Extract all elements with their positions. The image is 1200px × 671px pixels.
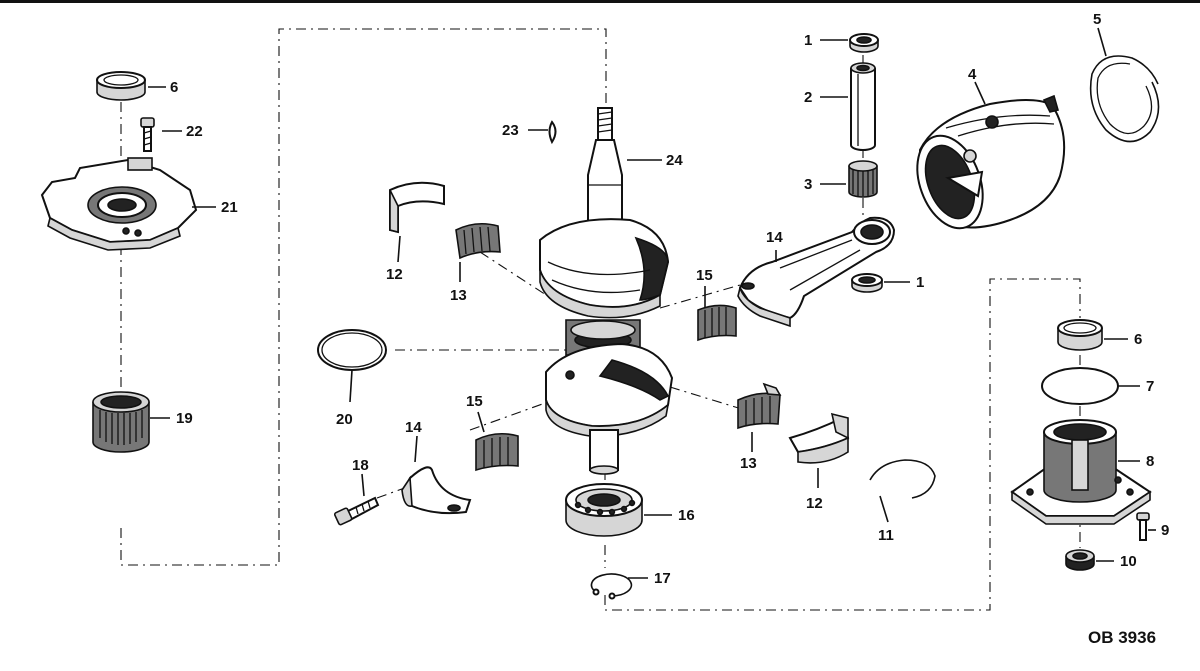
part-label: 8	[1146, 453, 1154, 470]
assembly-lines	[120, 28, 1081, 611]
part-label: 21	[221, 199, 238, 216]
part-label: 9	[1161, 522, 1169, 539]
part-18-screw	[333, 496, 380, 526]
part-label: 12	[386, 266, 403, 283]
part-label: 10	[1120, 553, 1137, 570]
part-13-needle-half-lower	[737, 382, 782, 430]
part-14-rod-cap	[401, 466, 472, 515]
part-label: 6	[1134, 331, 1142, 348]
part-label: 4	[968, 66, 977, 83]
part-label: 16	[678, 507, 695, 524]
part-label: 19	[176, 410, 193, 427]
part-12-bearing-half-lower	[788, 412, 850, 464]
part-1-washer-upper	[849, 33, 879, 53]
part-7-o-ring	[1041, 367, 1119, 405]
part-label: 13	[740, 455, 757, 472]
part-19-needle-bearing	[92, 391, 150, 453]
part-label: 14	[405, 419, 422, 436]
part-15-needle-half-upper	[697, 304, 737, 342]
part-20-ring	[317, 329, 387, 371]
part-label: 11	[878, 527, 894, 544]
leader-lines	[148, 27, 1156, 579]
part-label: 15	[696, 267, 713, 284]
part-label: 22	[186, 123, 203, 140]
part-11-ring	[869, 459, 936, 499]
part-12-bearing-half-upper	[389, 181, 445, 234]
part-9-screw	[1136, 512, 1150, 541]
part-21-retainer-plate	[40, 157, 198, 251]
part-label: 7	[1146, 378, 1154, 395]
part-23-key	[548, 120, 557, 145]
part-2-piston-pin	[850, 62, 876, 151]
drawing-code: OB 3936	[1088, 628, 1156, 647]
part-label: 18	[352, 457, 369, 474]
part-6-sleeve-upper	[96, 71, 146, 101]
part-16-ball-bearing	[565, 483, 643, 537]
part-label: 23	[502, 122, 519, 139]
part-3-needle-bearing	[848, 160, 878, 198]
part-label: 14	[766, 229, 783, 246]
part-label: 12	[806, 495, 823, 512]
part-label: 1	[916, 274, 924, 291]
part-label: 13	[450, 287, 467, 304]
part-6-sleeve-lower	[1057, 319, 1103, 351]
part-8-bearing-housing	[1010, 419, 1152, 525]
part-24-crankshaft	[539, 107, 674, 475]
part-label: 17	[654, 570, 671, 587]
part-label: 15	[466, 393, 483, 410]
part-14-connecting-rod	[737, 216, 896, 328]
part-4-piston	[916, 94, 1066, 230]
part-label: 5	[1093, 11, 1101, 28]
part-label: 24	[666, 152, 683, 169]
part-13-needle-half-upper	[455, 222, 501, 260]
part-22-screw	[140, 117, 155, 152]
part-label: 20	[336, 411, 353, 428]
part-label: 2	[804, 89, 812, 106]
part-labels: 1 2 3 4 5 6 22 21 23 24 12 13 14 1 15 6 …	[170, 11, 1169, 587]
part-5-piston-ring	[1089, 55, 1160, 143]
part-label: 6	[170, 79, 178, 96]
part-1-washer-lower	[851, 273, 883, 293]
part-label: 1	[804, 32, 812, 49]
part-17-snap-ring	[590, 573, 633, 600]
part-15-needle-half-lower	[475, 432, 519, 472]
part-label: 3	[804, 176, 812, 193]
part-10-seal	[1065, 549, 1095, 571]
